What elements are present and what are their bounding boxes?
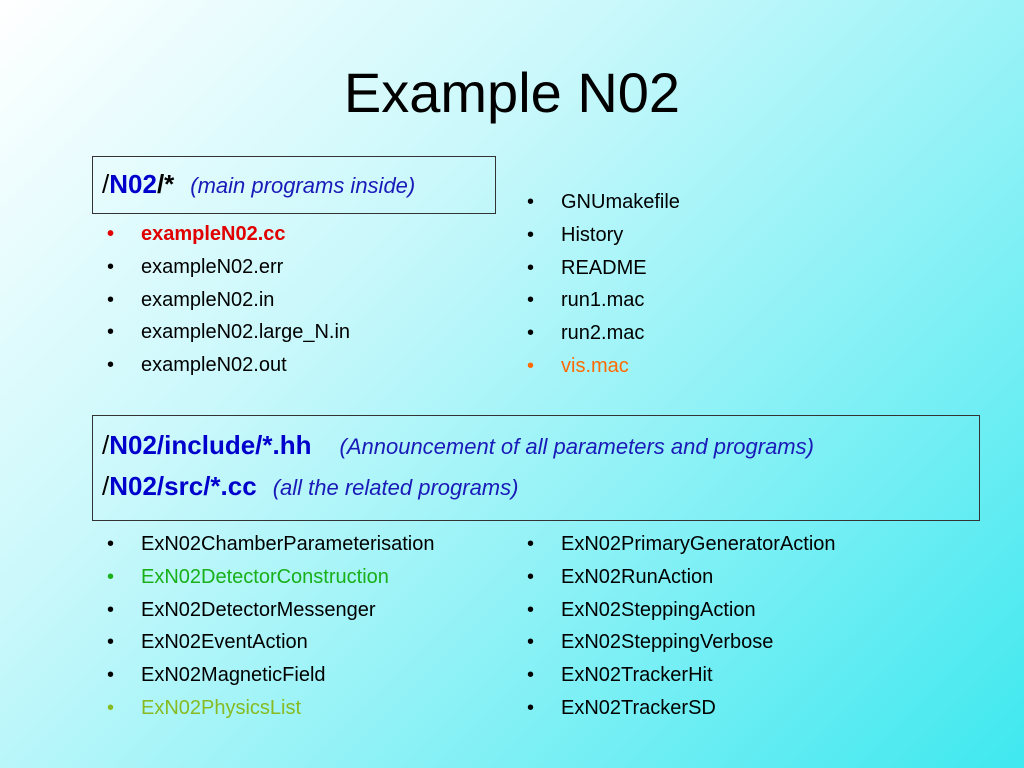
support-files-list: GNUmakefile History README run1.mac run2… <box>520 186 680 383</box>
list-item: exampleN02.in <box>100 284 350 317</box>
source-dirs-box: /N02/include/*.hh(Announcement of all pa… <box>92 415 980 521</box>
list-item: ExN02DetectorConstruction <box>100 561 434 594</box>
list-item: ExN02ChamberParameterisation <box>100 528 434 561</box>
list-item: History <box>520 219 680 252</box>
main-files-list: exampleN02.cc exampleN02.err exampleN02.… <box>100 218 350 382</box>
path-dir: N02 <box>109 169 157 199</box>
list-item: exampleN02.err <box>100 251 350 284</box>
list-item: GNUmakefile <box>520 186 680 219</box>
main-path: /N02/* <box>102 169 174 199</box>
list-item: exampleN02.cc <box>100 218 350 251</box>
path-slash: / <box>102 169 110 199</box>
src-note: (all the related programs) <box>272 475 519 500</box>
class-list-left: ExN02ChamberParameterisation ExN02Detect… <box>100 528 434 725</box>
list-item: ExN02DetectorMessenger <box>100 594 434 627</box>
include-line: /N02/include/*.hh (Announcement of all pa… <box>102 430 979 461</box>
list-item: ExN02TrackerSD <box>520 692 836 725</box>
list-item: ExN02RunAction <box>520 561 836 594</box>
src-line: /N02/src/*.cc (all the related programs) <box>102 471 979 502</box>
list-item: ExN02SteppingVerbose <box>520 626 836 659</box>
include-note: (Announcement of all parameters and prog… <box>339 434 814 459</box>
src-path: N02/src/*.cc <box>109 471 257 501</box>
list-item: exampleN02.out <box>100 349 350 382</box>
list-item: ExN02PrimaryGeneratorAction <box>520 528 836 561</box>
list-item: ExN02MagneticField <box>100 659 434 692</box>
main-path-note: (main programs inside) <box>190 173 416 198</box>
path-wildcard: /* <box>156 169 175 199</box>
path-slash: / <box>102 471 110 501</box>
list-item: ExN02TrackerHit <box>520 659 836 692</box>
class-list-right: ExN02PrimaryGeneratorAction ExN02RunActi… <box>520 528 836 725</box>
list-item: exampleN02.large_N.in <box>100 316 350 349</box>
list-item: README <box>520 252 680 285</box>
list-item: vis.mac <box>520 350 680 383</box>
path-slash: / <box>102 430 110 460</box>
list-item: ExN02SteppingAction <box>520 594 836 627</box>
slide-title: Example N02 <box>343 61 681 124</box>
main-programs-box: /N02/* (main programs inside) <box>92 156 496 214</box>
list-item: ExN02EventAction <box>100 626 434 659</box>
list-item: run2.mac <box>520 317 680 350</box>
list-item: run1.mac <box>520 284 680 317</box>
list-item: ExN02PhysicsList <box>100 692 434 725</box>
include-path: N02/include/*.hh <box>109 430 312 460</box>
